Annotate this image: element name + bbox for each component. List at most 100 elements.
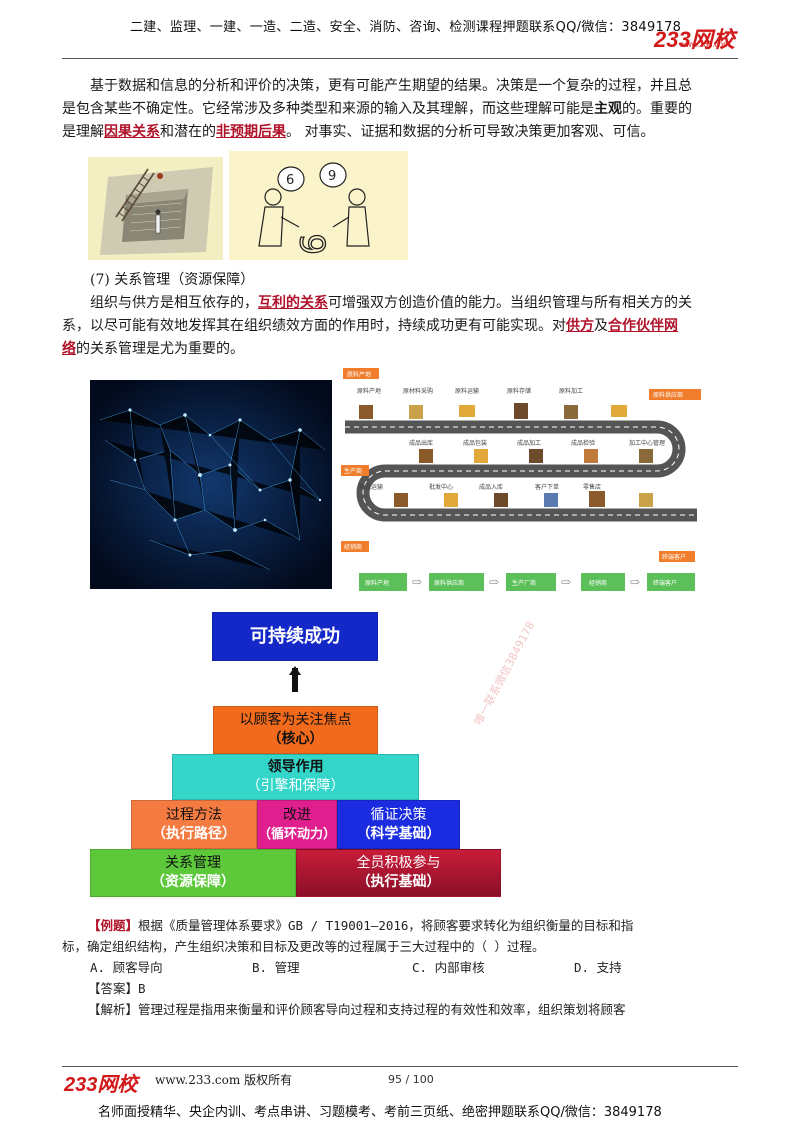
example-answer: 【答案】B xyxy=(62,978,742,999)
unexpected-consequence-link[interactable]: 非预期后果 xyxy=(216,124,286,140)
chain-row1-item: 原料加工 xyxy=(559,387,583,395)
chain-producer-label: 生产商 xyxy=(344,467,362,475)
para1-line1: 基于数据和信息的分析和评价的决策，更有可能产生期望的结果。决策是一个复杂的过程，… xyxy=(90,78,692,94)
para1-text: 。 对事实、证据和数据的分析可导致决策更加客观、可信。 xyxy=(286,124,655,140)
para1-text: 和潜在的 xyxy=(160,124,216,140)
para1-text: 是包含某些不确定性。它经常涉及多种类型和来源的输入及其理解，而这些理解可能是 xyxy=(62,101,594,117)
relationship-management-section: (7) 关系管理（资源保障） 组织与供方是相互依存的，互利的关系可增强双方创造价… xyxy=(62,269,738,361)
chain-row3-item: 成品入库 xyxy=(479,483,503,491)
chain-row3-item: 零售店 xyxy=(583,483,601,491)
chain-flow-step: 生产厂商 xyxy=(512,579,536,587)
section7-heading: (7) 关系管理（资源保障） xyxy=(90,272,255,288)
pyramid-customer-focus: 以顾客为关注焦点 （核心） xyxy=(213,706,378,754)
pyramid-relationship-management: 关系管理 （资源保障） xyxy=(90,849,296,897)
pyramid-label: 循证决策 xyxy=(370,806,427,823)
example-line2: 标，确定组织结构，产生组织决策和目标及更改等的过程属于三大过程中的（ ）过程。 xyxy=(62,939,545,954)
pyramid-label: 过程方法 xyxy=(166,806,222,823)
chain-row2-item: 成品出库 xyxy=(409,439,433,447)
header-divider xyxy=(62,58,738,59)
pyramid-improvement: 改进 （循环动力） xyxy=(257,800,337,849)
pyramid-engagement: 全员积极参与 （执行基础） xyxy=(296,849,501,897)
up-arrow-icon xyxy=(289,666,301,675)
chain-supplier-label: 原料供应商 xyxy=(653,391,683,399)
svg-text:⇨: ⇨ xyxy=(630,575,640,589)
chain-row2-item: 成品包装 xyxy=(463,439,487,447)
pyramid-sublabel: （资源保障） xyxy=(151,874,235,890)
footer-divider xyxy=(62,1066,738,1067)
section7-line2: 系，以尽可能有效地发挥其在组织绩效方面的作用时，持续成功更有可能实现。对供方及合… xyxy=(62,315,738,338)
section7-text: 的关系管理是尤为重要的。 xyxy=(76,341,244,357)
footer-logo: 233网校 xyxy=(64,1074,138,1096)
up-arrow-shaft xyxy=(292,668,298,692)
brand-logo-url: www.233.com xyxy=(680,40,730,49)
option-b[interactable]: B. 管理 xyxy=(252,960,300,975)
watermark: 唯一联系微信3849178 xyxy=(471,619,538,728)
option-a[interactable]: A. 顾客导向 xyxy=(90,960,163,975)
pyramid-evidence-decision: 循证决策 （科学基础） xyxy=(337,800,460,849)
partner-network-link[interactable]: 合作伙伴网 xyxy=(608,318,678,334)
section7-line3: 络的关系管理是尤为重要的。 xyxy=(62,338,738,361)
chain-row2-item: 成品加工 xyxy=(517,439,541,447)
option-c[interactable]: C. 内部审核 xyxy=(412,960,485,975)
svg-text:6: 6 xyxy=(294,233,334,255)
chain-dealer-label: 经销商 xyxy=(344,543,362,551)
section7-text: 及 xyxy=(594,318,608,334)
chain-row3-item: 批发中心 xyxy=(429,483,453,491)
pyramid-sublabel: （引擎和保障） xyxy=(246,778,345,794)
example-options: A. 顾客导向 B. 管理 C. 内部审核 D. 支持 xyxy=(62,957,742,978)
supplier-link[interactable]: 供方 xyxy=(566,318,594,334)
pyramid-sublabel: （执行基础） xyxy=(356,874,441,890)
section7-line1: 组织与供方是相互依存的，互利的关系可增强双方创造价值的能力。当组织管理与所有相关… xyxy=(62,292,738,315)
pyramid-sustainable-success: 可持续成功 xyxy=(212,612,378,661)
example-line1: 【例题】根据《质量管理体系要求》GB / T19001—2016，将顾客要求转化… xyxy=(62,915,742,936)
svg-text:6: 6 xyxy=(286,173,294,188)
partner-network-link-end[interactable]: 络 xyxy=(62,341,76,357)
footer-contact-text: 名师面授精华、央企内训、考点串讲、习题模考、考前三页纸、绝密押题联系QQ/微信：… xyxy=(98,1105,662,1120)
example-text: 根据《质量管理体系要求》GB / T19001—2016，将顾客要求转化为组织衡… xyxy=(138,918,634,933)
decision-paragraph: 基于数据和信息的分析和评价的决策，更有可能产生期望的结果。决策是一个复杂的过程，… xyxy=(62,75,738,144)
chain-customer-label: 终端客户 xyxy=(662,553,686,561)
chain-row3-items: 物流运输 批发中心 成品入库 客户下单 零售店 xyxy=(359,483,653,507)
chain-origin-label: 原料产地 xyxy=(347,371,371,379)
svg-text:⇨: ⇨ xyxy=(489,575,499,589)
para1-bold: 主观 xyxy=(594,101,622,117)
chain-row3-item: 物流运输 xyxy=(359,483,383,491)
pit-ladder-illustration xyxy=(88,157,223,260)
pyramid-label: 改进 xyxy=(283,806,311,823)
supply-chain-diagram: 原料产地 原料供应商 生产商 经销商 终端客户 原料产地 原材料采购 原料运输 … xyxy=(339,365,703,598)
section7-text: 组织与供方是相互依存的， xyxy=(90,295,258,311)
mutual-benefit-link[interactable]: 互利的关系 xyxy=(258,295,328,311)
para1-text: 的。重要的 xyxy=(622,101,692,117)
section7-text: 系，以尽可能有效地发挥其在组织绩效方面的作用时，持续成功更有可能实现。对 xyxy=(62,318,566,334)
pyramid-label: 关系管理 xyxy=(165,855,221,871)
option-d[interactable]: D. 支持 xyxy=(574,960,622,975)
chain-flow-step: 终端客户 xyxy=(653,579,677,587)
supply-tag-origin xyxy=(343,368,379,379)
example-tag: 【例题】 xyxy=(88,918,139,933)
chain-row2-items: 加工中心管理 成品检验 成品加工 成品包装 成品出库 xyxy=(409,439,665,463)
footer-copyright: www.233.com 版权所有 xyxy=(155,1073,293,1087)
pyramid-leadership: 领导作用 （引擎和保障） xyxy=(172,754,419,800)
chain-row1-item: 原料运输 xyxy=(455,387,479,395)
chain-row1-item: 原料产地 xyxy=(357,387,381,395)
pyramid-sublabel: （执行路径） xyxy=(152,825,236,842)
para1-line3: 是理解因果关系和潜在的非预期后果。 对事实、证据和数据的分析可导致决策更加客观、… xyxy=(62,121,738,144)
chain-flow-step: 经销商 xyxy=(589,579,607,587)
brand-logo: 233网校 xyxy=(654,27,735,52)
para1-line2: 是包含某些不确定性。它经常涉及多种类型和来源的输入及其理解，而这些理解可能是主观… xyxy=(62,98,738,121)
chain-flow-step: 原料供应商 xyxy=(434,579,464,587)
pyramid-process-approach: 过程方法 （执行路径） xyxy=(131,800,257,849)
pyramid-sublabel: （科学基础） xyxy=(356,825,441,842)
causal-link[interactable]: 因果关系 xyxy=(104,124,160,140)
pyramid-label: 以顾客为关注焦点 xyxy=(239,712,352,728)
analysis-tag: 【解析】 xyxy=(88,1002,139,1017)
network-map-image xyxy=(90,380,332,589)
chain-row2-item: 成品检验 xyxy=(571,439,595,447)
section7-text: 可增强双方创造价值的能力。当组织管理与所有相关方的关 xyxy=(328,295,692,311)
svg-text:9: 9 xyxy=(328,169,336,184)
chain-row1-item: 原材料采购 xyxy=(403,387,433,395)
six-nine-perspective-cartoon: 6 9 6 xyxy=(229,151,408,260)
chain-flow-step: 原料产地 xyxy=(365,579,389,587)
pyramid-sublabel: （循环动力） xyxy=(258,826,337,842)
pyramid-top-label: 可持续成功 xyxy=(250,626,340,647)
